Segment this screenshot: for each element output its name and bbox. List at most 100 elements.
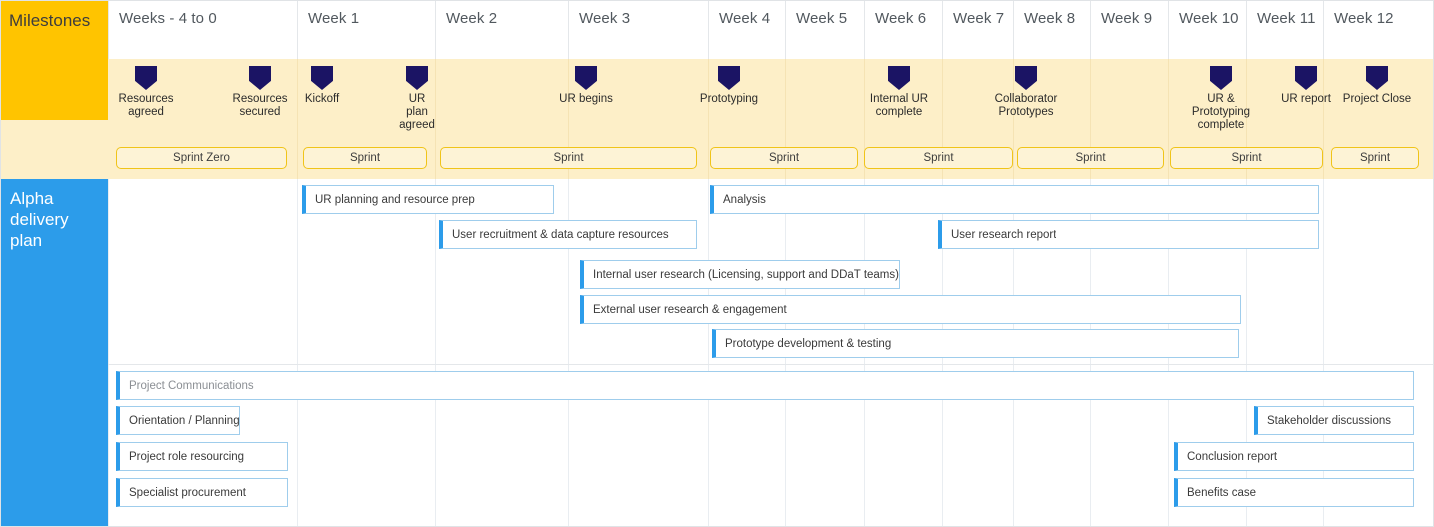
task-bar[interactable]: Stakeholder discussions bbox=[1254, 406, 1414, 435]
task-bar[interactable]: Specialist procurement bbox=[116, 478, 288, 507]
task-bar[interactable]: UR planning and resource prep bbox=[302, 185, 554, 214]
sprint-bar-label: Sprint bbox=[923, 152, 954, 164]
timeline-column-header: Week 3 bbox=[568, 0, 708, 59]
sprint-bar[interactable]: Sprint bbox=[1170, 147, 1323, 169]
task-bar-label: Benefits case bbox=[1187, 486, 1257, 499]
task-bar-label: Orientation / Planning bbox=[129, 414, 239, 427]
milestone[interactable]: Resources secured bbox=[214, 66, 306, 119]
timeline-column-label: Week 9 bbox=[1101, 10, 1153, 27]
grid-line bbox=[1013, 59, 1014, 179]
grid-line bbox=[297, 179, 298, 527]
task-bar-label: Project role resourcing bbox=[129, 450, 245, 463]
task-bar-label: User research report bbox=[951, 228, 1057, 241]
grid-line bbox=[708, 179, 709, 527]
milestone-marker-icon bbox=[311, 66, 333, 90]
milestone[interactable]: UR report bbox=[1260, 66, 1352, 106]
milestone-label: Prototyping bbox=[699, 93, 759, 105]
milestone[interactable]: Resources agreed bbox=[100, 66, 192, 119]
timeline-column-header: Week 6 bbox=[864, 0, 942, 59]
milestone[interactable]: Collaborator Prototypes bbox=[980, 66, 1072, 119]
task-bar-label: User recruitment & data capture resource… bbox=[452, 228, 669, 241]
timeline-column-header: Week 12 bbox=[1323, 0, 1434, 59]
task-bar[interactable]: Orientation / Planning bbox=[116, 406, 240, 435]
sprint-bar[interactable]: Sprint bbox=[710, 147, 858, 169]
milestone-label: Kickoff bbox=[304, 93, 340, 105]
task-bar-label: Analysis bbox=[723, 193, 766, 206]
milestone-label: Project Close bbox=[1342, 93, 1412, 105]
task-bar[interactable]: Benefits case bbox=[1174, 478, 1414, 507]
milestone[interactable]: Prototyping bbox=[683, 66, 775, 106]
milestone[interactable]: UR & Prototyping complete bbox=[1175, 66, 1267, 132]
grid-line bbox=[1323, 59, 1324, 179]
task-bar[interactable]: Project role resourcing bbox=[116, 442, 288, 471]
grid-line bbox=[1168, 59, 1169, 179]
milestone[interactable]: UR plan agreed bbox=[371, 66, 463, 132]
milestone[interactable]: Internal UR complete bbox=[853, 66, 945, 119]
milestone-label: UR plan agreed bbox=[399, 93, 435, 131]
task-bar[interactable]: Internal user research (Licensing, suppo… bbox=[580, 260, 900, 289]
task-bar-label: Internal user research (Licensing, suppo… bbox=[593, 268, 899, 281]
timeline-column-header: Weeks - 4 to 0 bbox=[108, 0, 297, 59]
timeline-column-label: Week 5 bbox=[796, 10, 848, 27]
task-bar-label: Stakeholder discussions bbox=[1267, 414, 1392, 427]
task-bar[interactable]: External user research & engagement bbox=[580, 295, 1241, 324]
task-bar[interactable]: User research report bbox=[938, 220, 1319, 249]
timeline-header: Weeks - 4 to 0 Week 1 Week 2 Week 3 Week 4 We… bbox=[0, 0, 1434, 59]
milestone-marker-icon bbox=[718, 66, 740, 90]
sprint-bar[interactable]: Sprint bbox=[1331, 147, 1419, 169]
milestone-label: Resources agreed bbox=[118, 93, 174, 118]
milestone-marker-icon bbox=[406, 66, 428, 90]
milestone-label: Resources secured bbox=[232, 93, 288, 118]
timeline-column-label: Weeks - 4 to 0 bbox=[119, 10, 217, 27]
timeline-column-header: Week 1 bbox=[297, 0, 435, 59]
milestone-marker-icon bbox=[1015, 66, 1037, 90]
milestone[interactable]: UR begins bbox=[540, 66, 632, 106]
milestone-label: Collaborator Prototypes bbox=[994, 93, 1058, 118]
timeline-column-header: Week 8 bbox=[1013, 0, 1090, 59]
sprint-bar[interactable]: Sprint bbox=[1017, 147, 1164, 169]
row-header-delivery-plan-label: Alpha delivery plan bbox=[10, 189, 69, 250]
grid-line bbox=[785, 59, 786, 179]
grid-line bbox=[435, 59, 436, 179]
sprint-bar[interactable]: Sprint bbox=[440, 147, 697, 169]
sprint-bar-label: Sprint Zero bbox=[173, 152, 230, 164]
milestone-marker-icon bbox=[575, 66, 597, 90]
grid-line bbox=[108, 179, 109, 527]
grid-line bbox=[942, 59, 943, 179]
timeline-column-label: Week 6 bbox=[875, 10, 927, 27]
task-bar-label: Conclusion report bbox=[1187, 450, 1278, 463]
sprint-bar-label: Sprint bbox=[1359, 152, 1391, 164]
sprint-bar[interactable]: Sprint bbox=[303, 147, 427, 169]
timeline-column-header: Week 11 bbox=[1246, 0, 1323, 59]
timeline-column-header: Week 9 bbox=[1090, 0, 1168, 59]
timeline-column-label: Week 2 bbox=[446, 10, 498, 27]
task-bar[interactable]: Analysis bbox=[710, 185, 1319, 214]
timeline-column-header: Week 7 bbox=[942, 0, 1013, 59]
milestone-label: UR & Prototyping complete bbox=[1191, 93, 1251, 131]
milestone-marker-icon bbox=[1295, 66, 1317, 90]
grid-line bbox=[297, 59, 298, 179]
task-bar-label: Project Communications bbox=[129, 379, 254, 392]
sprint-bar-label: Sprint bbox=[1231, 152, 1262, 164]
task-bar[interactable]: User recruitment & data capture resource… bbox=[439, 220, 697, 249]
milestone[interactable]: Kickoff bbox=[276, 66, 368, 106]
grid-line bbox=[864, 59, 865, 179]
sprint-bar[interactable]: Sprint Zero bbox=[116, 147, 287, 169]
grid-line bbox=[435, 179, 436, 527]
row-header-milestones: Milestones bbox=[0, 0, 108, 120]
grid-line bbox=[708, 59, 709, 179]
task-bar[interactable]: Project Communications bbox=[116, 371, 1414, 400]
task-bar[interactable]: Prototype development & testing bbox=[712, 329, 1239, 358]
timeline-column-label: Week 4 bbox=[719, 10, 771, 27]
sprint-bar-label: Sprint bbox=[349, 152, 381, 164]
task-bar[interactable]: Conclusion report bbox=[1174, 442, 1414, 471]
timeline-column-header: Week 10 bbox=[1168, 0, 1246, 59]
sprint-bar[interactable]: Sprint bbox=[864, 147, 1013, 169]
grid-line bbox=[1246, 59, 1247, 179]
milestone-marker-icon bbox=[888, 66, 910, 90]
milestone[interactable]: Project Close bbox=[1331, 66, 1423, 106]
milestone-label: Internal UR complete bbox=[869, 93, 929, 118]
task-bar-label: Prototype development & testing bbox=[725, 337, 892, 350]
sprint-bar-label: Sprint bbox=[1075, 152, 1106, 164]
